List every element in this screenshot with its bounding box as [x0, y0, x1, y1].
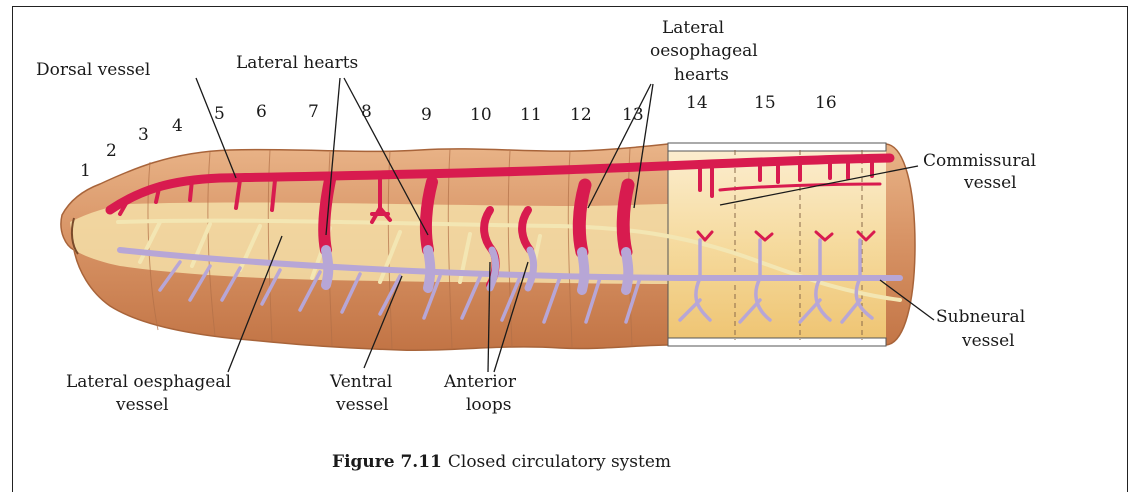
label-lateral-hearts: Lateral hearts [236, 53, 358, 73]
label-lateral-oesphageal-vessel-line2: vessel [115, 395, 169, 415]
segment-number: 16 [815, 93, 837, 113]
segment-number: 5 [214, 104, 225, 124]
figure-number: Figure 7.11 [332, 452, 442, 472]
label-ventral-vessel-line2: vessel [335, 395, 389, 415]
segment-number: 14 [686, 93, 708, 113]
label-anterior-loops-line2: loops [466, 395, 512, 415]
segment-number: 3 [138, 125, 149, 145]
segment-number: 7 [308, 102, 319, 122]
segment-number: 1 [80, 161, 91, 181]
segment-number: 2 [106, 141, 117, 161]
label-ventral-vessel-line1: Ventral [329, 372, 392, 392]
label-anterior-loops-line1: Anterior [443, 372, 517, 392]
label-dorsal-vessel: Dorsal vessel [36, 60, 150, 80]
cut-section-top-wall [668, 143, 886, 151]
label-lateral-oesphageal-vessel-line1: Lateral oesphageal [66, 372, 231, 392]
label-oesophageal-hearts-line1: Lateral [662, 18, 724, 38]
label-subneural-vessel-line2: vessel [961, 331, 1015, 351]
label-commissural-vessel-line2: vessel [963, 173, 1017, 193]
heart-12 [579, 185, 585, 290]
segment-number: 15 [754, 93, 776, 113]
segment-number: 4 [172, 116, 183, 136]
segment-number: 10 [470, 105, 492, 125]
segment-number: 6 [256, 102, 267, 122]
label-commissural-vessel-line1: Commissural [923, 151, 1036, 171]
segment-number: 9 [421, 105, 432, 125]
heart-9 [426, 182, 432, 288]
cut-section-bottom-wall [668, 338, 886, 346]
label-oesophageal-hearts-line2: oesophageal [650, 41, 758, 61]
figure-caption: Figure 7.11 Closed circulatory system [332, 452, 671, 472]
figure-caption-text: Closed circulatory system [448, 452, 671, 472]
label-subneural-vessel-line1: Subneural [936, 307, 1025, 327]
heart-13 [623, 185, 628, 290]
segment-number: 13 [622, 105, 644, 125]
segment-number: 11 [520, 105, 542, 125]
label-oesophageal-hearts-line3: hearts [674, 65, 729, 85]
segment-number: 12 [570, 105, 592, 125]
